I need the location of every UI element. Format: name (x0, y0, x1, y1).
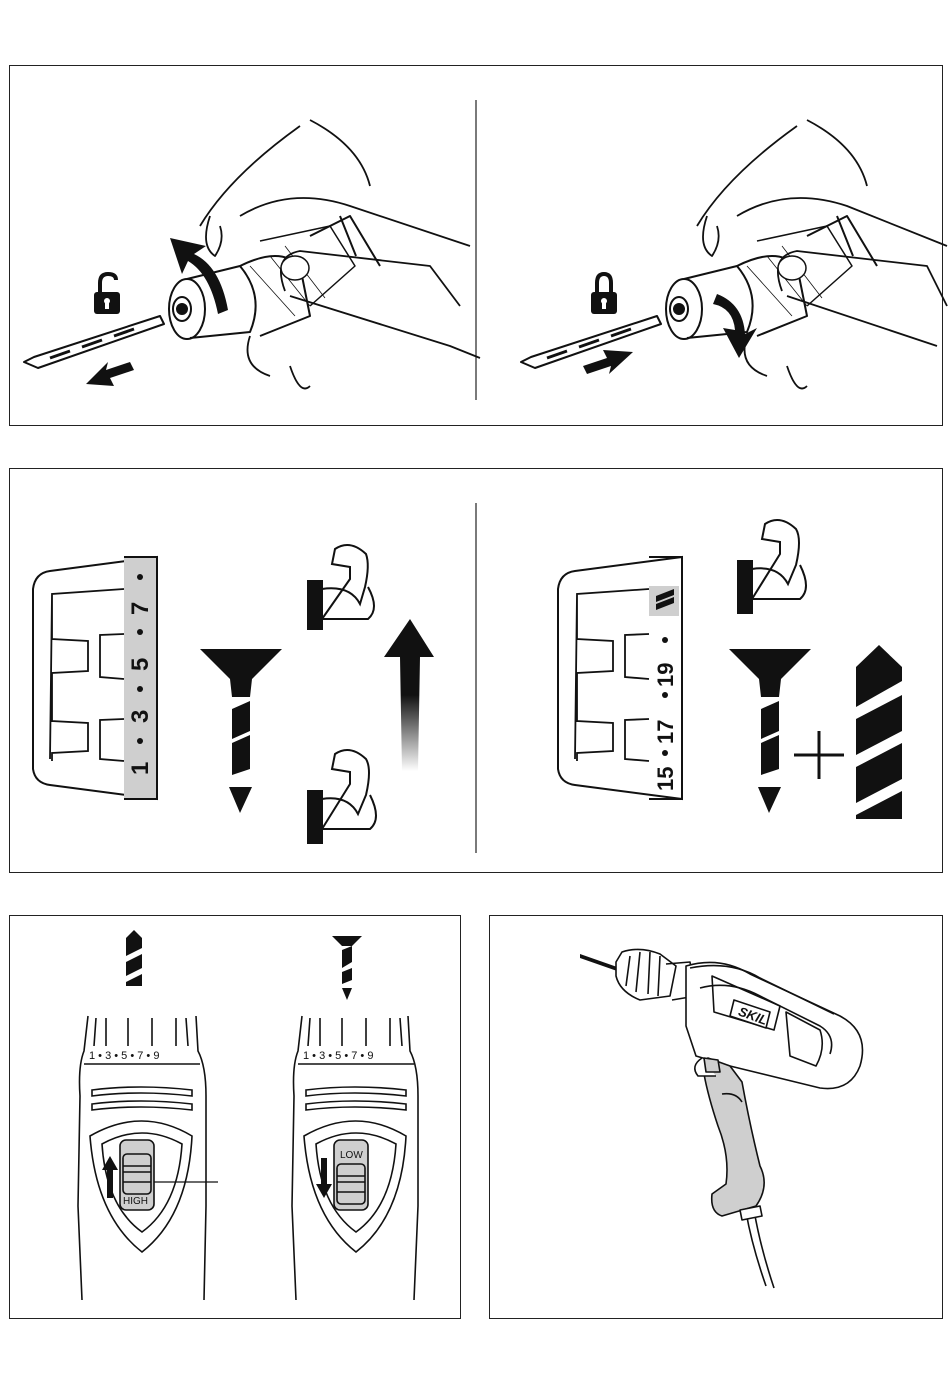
strong-arm-icon (738, 520, 806, 613)
hand-icon (200, 120, 480, 389)
scale-tick-1: 1 (127, 762, 154, 775)
strong-arm-icon (308, 750, 376, 843)
unlock-icon (94, 274, 120, 314)
cordless-drill-icon: SKIL (490, 916, 944, 1320)
scale-tick-5: 5 (127, 658, 154, 671)
arrow-right-icon (583, 350, 633, 374)
scale-tick-19: 19 (653, 663, 678, 687)
chuck-close-figure (521, 120, 947, 389)
chuck-icon (169, 216, 380, 339)
plus-icon (794, 731, 844, 779)
scale-tick-7: 7 (127, 602, 154, 615)
drill-bit-icon (24, 316, 164, 368)
chuck-icon (666, 216, 877, 339)
switch-label-high: HIGH (123, 1196, 148, 1207)
drill-bit-icon (521, 316, 661, 368)
scale-left: 1 • 3 • 5 • 7 • 9 (89, 1050, 159, 1062)
chuck-open-figure (24, 120, 480, 389)
gear-switch-illustration: 1 • 3 • 5 • 7 • 9 HIGH 1 • 3 • 5 • 7 • 9… (10, 916, 462, 1320)
curved-arrow-down-icon (713, 294, 757, 358)
switch-label-low: LOW (340, 1150, 363, 1161)
increase-arrow-icon (384, 619, 434, 771)
screw-icon (200, 649, 282, 813)
scale-right: 1 • 3 • 5 • 7 • 9 (303, 1050, 373, 1062)
drill-overview-panel: SKIL (489, 915, 943, 1319)
drill-bit-icon (856, 645, 902, 819)
screw-icon (332, 936, 362, 1000)
torque-panel: 1 3 5 7 (9, 468, 943, 873)
drill-bit-icon (126, 930, 142, 986)
weak-arm-icon (308, 545, 374, 629)
arrow-left-icon (86, 362, 134, 386)
gear-switch-panel: 1 • 3 • 5 • 7 • 9 HIGH 1 • 3 • 5 • 7 • 9… (9, 915, 461, 1319)
chuck-panel (9, 65, 943, 426)
lock-icon (591, 274, 617, 314)
scale-tick-15: 15 (653, 767, 678, 791)
scale-tick-17: 17 (653, 720, 678, 744)
scale-tick-3: 3 (127, 710, 154, 723)
torque-collar-right: 15 17 19 (558, 557, 682, 799)
torque-collar-left: 1 3 5 7 (33, 557, 157, 799)
torque-illustration: 1 3 5 7 (10, 469, 944, 874)
screw-icon (729, 649, 811, 813)
chuck-illustration (10, 66, 944, 427)
